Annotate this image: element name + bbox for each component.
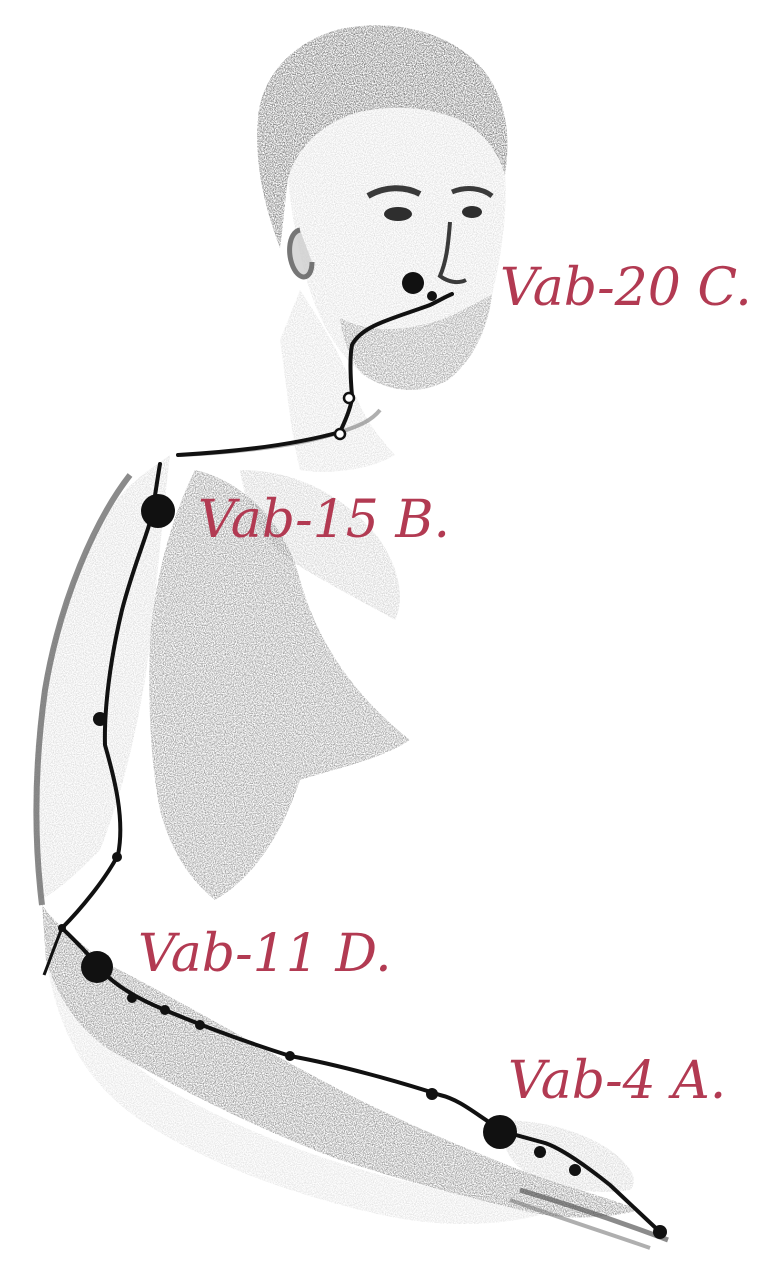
point-minor-hand-1: [534, 1146, 546, 1158]
label-vab15: Vab-15 B.: [198, 494, 450, 546]
label-vab20: Vab-20 C.: [500, 262, 752, 314]
point-minor-wrist: [426, 1088, 438, 1100]
point-vab4: [483, 1115, 517, 1149]
point-minor-elbow: [58, 924, 66, 932]
point-minor-fingertip: [653, 1225, 667, 1239]
point-minor-hand-2: [569, 1164, 581, 1176]
point-neck-2: [335, 429, 345, 439]
point-neck-1: [344, 393, 354, 403]
point-minor-forearm-2: [160, 1005, 170, 1015]
point-vab20: [402, 272, 424, 294]
eye-left: [384, 207, 412, 221]
point-minor-forearm-1: [127, 993, 137, 1003]
point-minor-arm-2: [112, 852, 122, 862]
point-vab20-2: [427, 291, 437, 301]
eye-right: [462, 206, 482, 218]
point-minor-forearm-4: [285, 1051, 295, 1061]
label-vab11: Vab-11 D.: [138, 928, 392, 980]
point-minor-forearm-3: [195, 1020, 205, 1030]
label-vab4: Vab-4 A.: [508, 1055, 726, 1107]
point-minor-arm-1: [93, 712, 107, 726]
point-vab15: [141, 494, 175, 528]
point-vab11: [81, 951, 113, 983]
